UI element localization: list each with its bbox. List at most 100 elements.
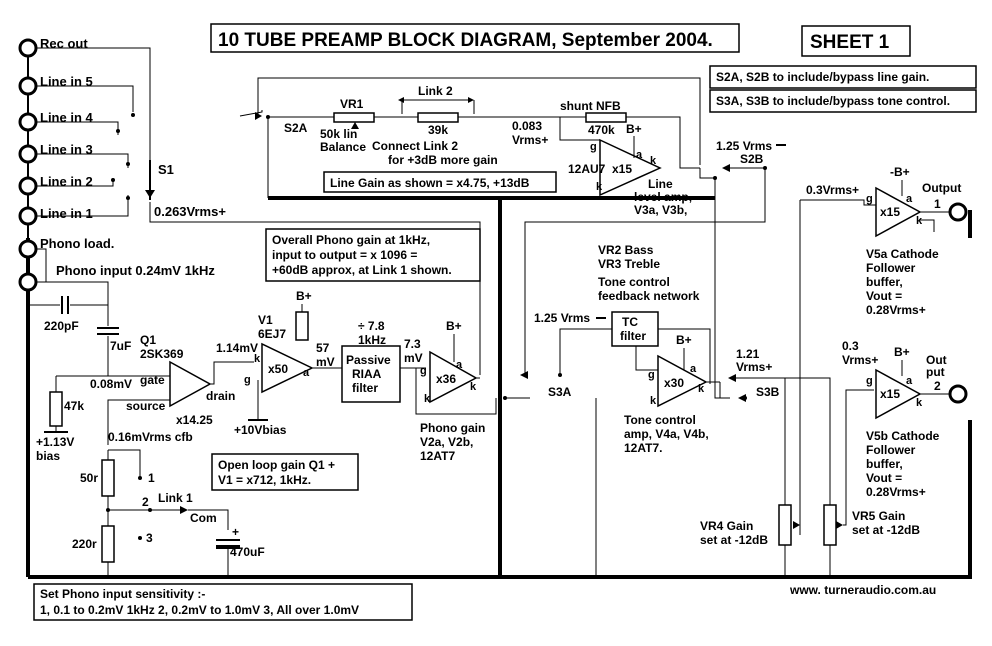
sheet-box: SHEET 1 [801,25,911,57]
q1-drain-label: drain [206,389,235,403]
q1-type: 2SK369 [140,347,184,361]
bias-label: bias [36,449,60,463]
tone-amp-pin-k2: k [650,395,657,407]
v5b-bplus: B+ [894,345,910,359]
v5b-label-2: Follower [866,443,916,457]
tone-amp-gain: x30 [664,376,684,390]
selector-s1[interactable]: S1 0.263Vrms+ [111,113,481,375]
v2-in-2: mV [404,351,423,365]
v1-pin-k: k [254,353,261,365]
v5a-label-3: buffer, [866,275,903,289]
q1-source-label: source [126,399,166,413]
v1-out-1: 57 [316,341,330,355]
line-amp-triangle [599,138,662,197]
v5b-triangle [875,368,922,420]
output1-jack[interactable] [948,202,968,222]
v2-pin-k2: k [424,393,431,405]
s3b-label: S3B [756,385,780,399]
link1-pos1: 1 [148,471,155,485]
vr2-label: VR2 Bass [598,243,654,257]
line-amp-gain: x15 [612,162,632,176]
link2-note-1: Connect Link 2 [372,139,458,153]
line4-jack[interactable] [18,112,38,132]
tc-label-2: feedback network [598,289,700,303]
phono-gain-label-1: Phono gain [420,421,485,435]
v2-gain: x36 [436,372,456,386]
v5b-pin-a: a [906,375,913,387]
line-amp-bplus: B+ [626,122,642,136]
bias-voltage: +1.13V [36,435,74,449]
v5b-pin-g: g [866,375,873,387]
out1-level: 0.3Vrms+ [806,183,859,197]
line-amp-pin-k2: k [596,181,603,193]
r220-label: 220r [72,537,97,551]
v5a-label-4: Vout = [866,289,902,303]
r47k-label: 47k [64,399,84,413]
line-amp-pin-g: g [590,141,597,153]
svg-text:Open loop gain Q1 +: Open loop gain Q1 + [218,458,335,472]
tone-in-level: 1.25 Vrms [534,311,590,325]
v1-in-level: 1.14mV [216,341,258,355]
svg-text:Line Gain as shown = x4.75, +1: Line Gain as shown = x4.75, +13dB [330,176,530,190]
svg-text:S2A, S2B to include/bypass lin: S2A, S2B to include/bypass line gain. [716,70,929,84]
v1-pin-g: g [244,374,251,386]
line3-jack[interactable] [18,144,38,164]
line-amp-pin-a: a [636,149,643,161]
q1-gate-label: gate [140,373,165,387]
line2-jack[interactable] [18,176,38,196]
output2-jack[interactable] [948,384,968,404]
link2-note-2: for +3dB more gain [388,153,498,167]
q1-triangle [169,360,212,408]
v5a-pin-g: g [866,193,873,205]
out1-num: 1 [934,197,941,211]
line-amp-tube: 12AU7 [568,162,606,176]
sheet-label: SHEET 1 [810,32,890,53]
phono-load-label: Phono load. [40,236,114,251]
v2-pin-k: k [470,381,477,393]
input-jacks: Rec out Line in 5 Line in 4 Line in 3 Li… [18,36,215,305]
out2-label-2: put [926,365,945,379]
phono-input-jack[interactable] [18,272,38,292]
line-amp-label-2: level amp, [634,190,692,204]
phono-stage: 220pF 7uF Q1 2SK369 0.08mV gate source d… [28,289,497,577]
v2-pin-g: g [420,365,427,377]
q1-label: Q1 [140,333,156,347]
link1-com: Com [190,511,217,525]
diagram-title: 10 TUBE PREAMP BLOCK DIAGRAM, September … [218,30,713,51]
vr1-pot[interactable] [333,112,375,123]
link1-pos2: 2 [142,495,149,509]
riaa-filter-box [341,345,401,403]
tone-amp-bplus: B+ [676,333,692,347]
v1-gain: x50 [268,362,288,376]
s3-note: S3A, S3B to include/bypass tone control. [709,89,977,113]
v5a-pin-a: a [906,193,913,205]
line-amp-label-3: V3a, V3b, [634,203,687,217]
line2-label: Line in 2 [40,174,93,189]
svg-text:Overall Phono gain at 1kHz,: Overall Phono gain at 1kHz, [272,233,430,247]
r50-resistor [101,459,115,497]
phono-gain-label-2: V2a, V2b, [420,435,473,449]
phono-load-jack[interactable] [18,239,38,259]
rec-out-jack[interactable] [18,38,38,58]
v5b-pin-k: k [916,397,923,409]
s1-label: S1 [158,162,174,177]
ground-rail-bottom [28,420,972,579]
line5-jack[interactable] [18,76,38,96]
r39k-label: 39k [428,123,448,137]
v1-load-resistor [295,311,309,341]
line-gain-note: Line Gain as shown = x4.75, +13dB [323,171,557,193]
tone-amp-pin-k: k [698,383,705,395]
r220-resistor [101,525,115,563]
website: www. turneraudio.com.au [789,583,936,597]
v1-type: 6EJ7 [258,327,286,341]
s2b-label: S2B [740,152,764,166]
link2-label: Link 2 [418,84,453,98]
selector-level: 0.263Vrms+ [154,204,226,219]
vr4-pot[interactable] [778,504,792,546]
v2-in-1: 7.3 [404,337,421,351]
line-stage: S2A VR1 50k lin Balance Link 2 39k Conne… [239,77,786,375]
vr5-pot[interactable] [823,504,837,546]
open-loop-note: Open loop gain Q1 + V1 = x712, 1kHz. [211,453,359,491]
line1-jack[interactable] [18,206,38,226]
line-amp-label-1: Line [648,177,673,191]
